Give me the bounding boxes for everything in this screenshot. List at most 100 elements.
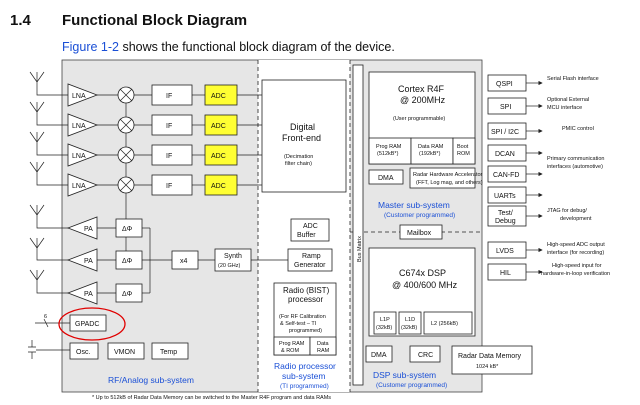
- radio-prog-label-2: & ROM: [281, 348, 299, 354]
- boot-label: Boot: [457, 144, 469, 150]
- adc-buffer-label-2: Buffer: [297, 232, 316, 239]
- pa-label: PA: [84, 258, 93, 265]
- phase-shifter: [115, 250, 143, 270]
- spi-note: Optional External: [547, 97, 589, 103]
- if-label: IF: [166, 153, 172, 160]
- ramp-generator: [287, 248, 333, 272]
- intro-text: Figure 1-2 shows the functional block di…: [62, 40, 395, 54]
- jtag-note: JTAG for debug/: [547, 208, 587, 214]
- tx-antenna-icon: [29, 204, 68, 294]
- adc-label: ADC: [211, 93, 226, 100]
- lna-label: LNA: [72, 93, 86, 100]
- gpadc-bus-width: 6: [44, 314, 47, 320]
- mixer-icon: [117, 86, 135, 194]
- adc-label: ADC: [211, 123, 226, 130]
- gpadc-label: GPADC: [75, 321, 99, 328]
- l1d-label: L1D: [405, 317, 415, 323]
- phase-shifter: [115, 218, 143, 238]
- radar-mem-label: Radar Data Memory: [458, 353, 522, 360]
- debug-label: Debug: [495, 218, 516, 225]
- radio-desc: (For RF Calibration: [279, 314, 326, 320]
- dfe-desc: (Decimation: [284, 154, 313, 160]
- pa-label: PA: [84, 226, 93, 233]
- if-label: IF: [166, 183, 172, 190]
- synth-freq: (20 GHz): [218, 263, 240, 269]
- dsp-title: C674x DSP: [399, 268, 446, 278]
- radio-data-label-2: RAM: [317, 348, 330, 354]
- prog-ram-label: Prog RAM: [376, 144, 402, 150]
- boot-rom-block: [452, 137, 476, 165]
- lna-icon: [67, 83, 99, 107]
- radio-subsystem-label-2: sub-system: [282, 371, 325, 381]
- section-heading: 1.4 Functional Block Diagram: [10, 12, 247, 29]
- pa-icon: [66, 281, 98, 305]
- if-label: IF: [166, 123, 172, 130]
- bus-matrix-label: Bus Matrix: [357, 236, 363, 262]
- if-block: [151, 114, 193, 136]
- pa-icon: [66, 216, 98, 240]
- intro-rest: shows the functional block diagram of th…: [118, 40, 395, 54]
- hil-label: HIL: [500, 270, 511, 277]
- radio-data-label: Data: [317, 341, 330, 347]
- phase-label: ΔΦ: [122, 291, 133, 298]
- qspi-label: QSPI: [496, 81, 513, 88]
- lna-icon: [67, 113, 99, 137]
- adc-block: [204, 144, 238, 166]
- dfe-title-2: Front-end: [282, 133, 321, 143]
- figure-link[interactable]: Figure 1-2: [62, 40, 119, 54]
- digital-front-end: [261, 79, 347, 193]
- l2-label: L2 (256kB): [431, 321, 458, 327]
- master-dma-label: DMA: [378, 175, 394, 182]
- hil-note: High-speed input for: [552, 263, 602, 269]
- radar-data-memory: [451, 345, 533, 375]
- spi-note-2: MCU interface: [547, 105, 582, 111]
- hw-accel-desc: (FFT, Log mag, and others): [416, 180, 483, 186]
- pa-icon: [66, 248, 98, 272]
- footnote: * Up to 512kB of Radar Data Memory can b…: [92, 395, 331, 401]
- dsp-dma-label: DMA: [371, 352, 387, 359]
- ramp-label-2: Generator: [294, 262, 326, 269]
- data-ram-size: (192kB*): [419, 151, 441, 157]
- data-ram-block: [410, 137, 454, 165]
- radio-title-2: processor: [288, 295, 323, 304]
- temp-sensor-block: [151, 342, 189, 360]
- adc-buffer: [290, 218, 330, 242]
- section-number: 1.4: [10, 12, 31, 29]
- ramp-label: Ramp: [302, 253, 321, 260]
- radio-desc-2: & Self-test – TI: [280, 321, 317, 327]
- vmon-label: VMON: [114, 349, 135, 356]
- gpadc-highlight: [58, 307, 126, 341]
- radio-data-ram: [309, 336, 337, 356]
- lna-icon: [67, 143, 99, 167]
- gpadc-block: [69, 314, 107, 332]
- bus-matrix: [352, 64, 364, 386]
- l1p-cache: [373, 311, 397, 335]
- qspi-note: Serial Flash interface: [547, 76, 599, 82]
- spi-label: SPI: [500, 104, 511, 111]
- adc-block: [204, 84, 238, 106]
- mailbox-block: [399, 224, 443, 240]
- data-ram-label: Data RAM: [418, 144, 444, 150]
- adc-block: [204, 174, 238, 196]
- if-label: IF: [166, 93, 172, 100]
- peripherals: QSPI SPI SPI / I2C DCAN CAN-FD UARTs Tes…: [487, 74, 527, 281]
- spi-i2c-label: SPI / I2C: [491, 129, 519, 136]
- radio-subsystem-note: (TI programmed): [280, 383, 329, 390]
- adc-block: [204, 114, 238, 136]
- cpu-title: Cortex R4F: [398, 84, 445, 94]
- synth-label: Synth: [224, 253, 242, 260]
- dcan-label: DCAN: [495, 151, 515, 158]
- crc-block: [409, 345, 441, 363]
- master-subsystem-label: Master sub-system: [378, 200, 450, 210]
- mailbox-label: Mailbox: [407, 230, 432, 237]
- l1p-size: (32kB): [376, 325, 392, 331]
- prog-ram-size: (512kB*): [377, 151, 399, 157]
- crc-label: CRC: [418, 352, 433, 359]
- lna-label: LNA: [72, 153, 86, 160]
- l1p-label: L1P: [380, 317, 390, 323]
- master-dma: [368, 169, 404, 185]
- radio-title: Radio (BIST): [283, 286, 330, 295]
- lvds-note-2: interface (for recording): [547, 250, 604, 256]
- cpu-desc: (User programmable): [393, 116, 445, 122]
- section-title: Functional Block Diagram: [62, 12, 248, 29]
